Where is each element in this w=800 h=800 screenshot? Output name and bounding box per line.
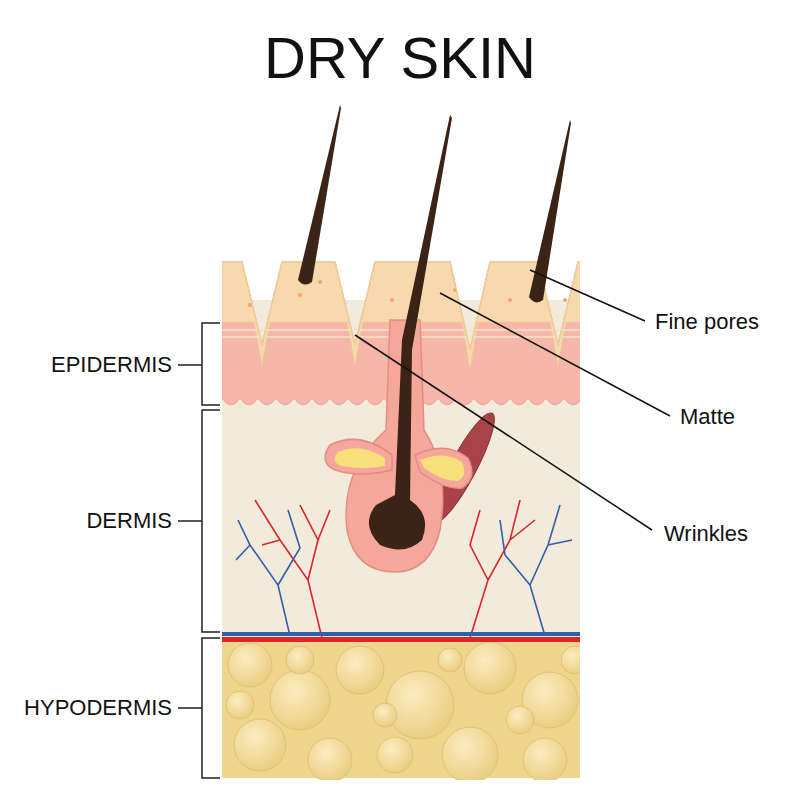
fat-cell [270, 670, 330, 730]
fat-cell [386, 671, 454, 739]
callout-label: Fine pores [655, 310, 759, 334]
hypodermis [222, 640, 580, 780]
fat-cell [234, 719, 286, 771]
fat-cell [464, 642, 516, 694]
layer-label: DERMIS [86, 509, 172, 533]
fat-cell [226, 691, 254, 719]
fat-cell [308, 738, 352, 780]
fat-cell [336, 646, 384, 694]
fat-cell [286, 646, 314, 674]
title: DRY SKIN [264, 26, 536, 90]
callout-label: Wrinkles [664, 522, 748, 546]
fat-cell [561, 646, 580, 674]
fat-cell [523, 738, 567, 780]
callout-label: Matte [680, 405, 735, 429]
fat-cell [442, 727, 498, 780]
layer-label: EPIDERMIS [51, 353, 172, 377]
hair [298, 105, 571, 549]
fat-cell [438, 648, 462, 672]
leader-line [355, 270, 670, 530]
fat-cell [506, 706, 534, 734]
fat-cell [373, 703, 397, 727]
fat-cell [228, 643, 272, 687]
layer-bracket [178, 323, 220, 778]
layer-label: HYPODERMIS [24, 696, 172, 720]
fat-cell [377, 737, 413, 773]
